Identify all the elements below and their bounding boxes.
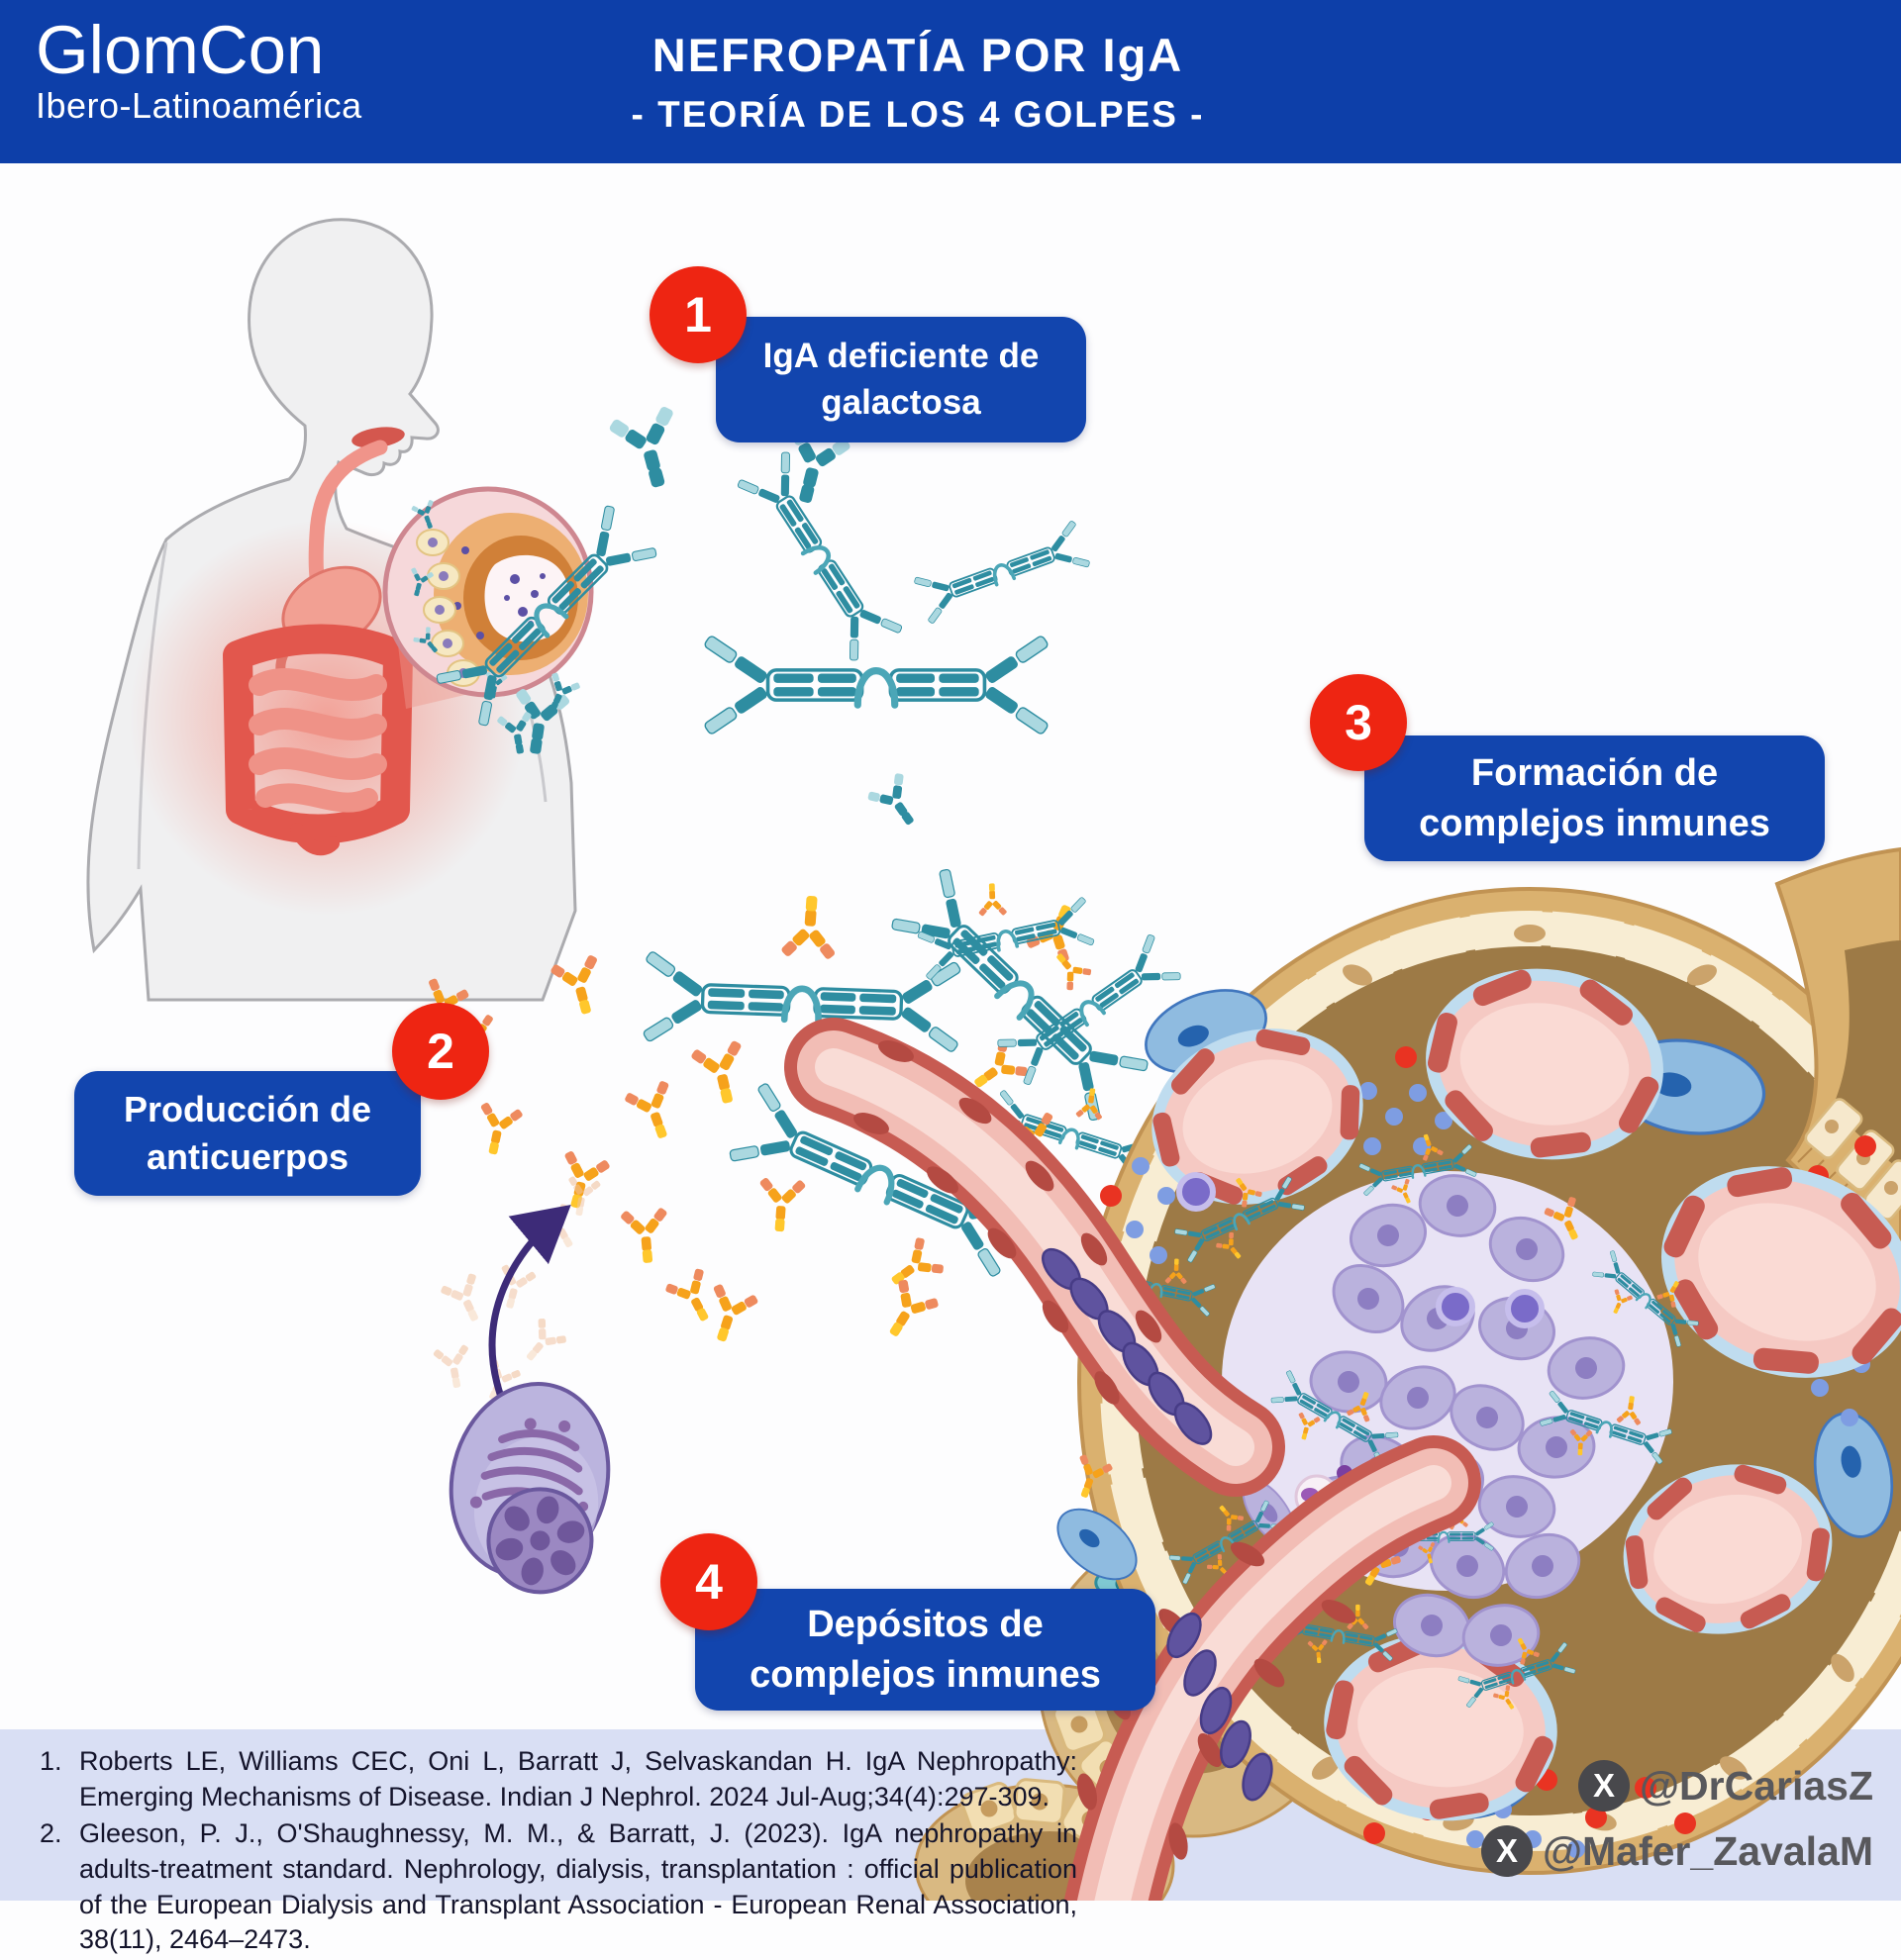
efferent-arteriole — [1064, 1435, 1481, 1901]
step-label-4: Depósitos de complejos inmunes — [695, 1589, 1155, 1711]
step-4-number: 4 — [695, 1554, 723, 1610]
logo-title: GlomCon — [36, 12, 325, 88]
social-handle[interactable]: X @DrCariasZ — [1578, 1760, 1873, 1812]
step-2-line2: anticuerpos — [146, 1136, 350, 1177]
step-label-2: Producción de anticuerpos — [74, 1071, 421, 1196]
reference-item: 1. Roberts LE, Williams CEC, Oni L, Barr… — [40, 1744, 1077, 1814]
handle-label: @DrCariasZ — [1640, 1762, 1873, 1809]
step-2-line1: Producción de — [123, 1089, 372, 1130]
infographic-illustration — [86, 218, 1901, 1901]
reference-text: Gleeson, P. J., O'Shaughnessy, M. M., & … — [79, 1818, 1077, 1955]
social-handles: X @DrCariasZ X @Mafer_ZavalaM — [1481, 1760, 1873, 1877]
page-title-block: NEFROPATÍA POR IgA - TEORÍA DE LOS 4 GOL… — [512, 28, 1324, 136]
plasma-cell-illustration — [432, 1174, 611, 1595]
iga-dimer — [704, 635, 1050, 735]
reference-text: Roberts LE, Williams CEC, Oni L, Barratt… — [79, 1746, 1077, 1812]
step-number-2: 2 — [392, 1003, 489, 1100]
page-subtitle: - TEORÍA DE LOS 4 GOLPES - — [631, 94, 1205, 135]
iga-dimer — [912, 519, 1091, 625]
reference-item: 2. Gleeson, P. J., O'Shaughnessy, M. M.,… — [40, 1816, 1077, 1958]
step-number-4: 4 — [660, 1533, 757, 1630]
iga-dimer — [735, 448, 905, 663]
step-1-number: 1 — [684, 287, 712, 343]
gut-mucosa-inset-circle — [382, 486, 594, 709]
step-number-3: 3 — [1310, 674, 1407, 771]
step-number-1: 1 — [650, 266, 747, 363]
social-handle[interactable]: X @Mafer_ZavalaM — [1481, 1825, 1873, 1877]
step-1-line1: IgA deficiente de — [762, 337, 1040, 376]
step-label-3: Formación de complejos inmunes — [1364, 735, 1825, 861]
glomcon-logo: GlomCon Ibero-Latinoamérica — [36, 16, 362, 124]
production-arrow-icon — [488, 1205, 571, 1398]
step-4-line2: complejos inmunes — [750, 1653, 1101, 1696]
step-3-line1: Formación de — [1470, 752, 1719, 795]
reference-number: 2. — [40, 1818, 62, 1849]
step-4-line1: Depósitos de — [807, 1604, 1044, 1646]
header-bar: GlomCon Ibero-Latinoamérica — [0, 0, 1901, 163]
x-logo-icon: X — [1481, 1825, 1534, 1877]
x-logo-icon: X — [1578, 1760, 1631, 1812]
step-3-line2: complejos inmunes — [1419, 802, 1770, 844]
step-label-1: IgA deficiente de galactosa — [716, 317, 1086, 442]
reference-number: 1. — [40, 1746, 62, 1776]
human-body-illustration — [86, 218, 594, 1002]
handle-label: @Mafer_ZavalaM — [1543, 1827, 1873, 1874]
step-2-number: 2 — [427, 1024, 454, 1079]
references-list: 1. Roberts LE, Williams CEC, Oni L, Barr… — [40, 1744, 1077, 1960]
logo-subtitle: Ibero-Latinoamérica — [36, 85, 362, 126]
page-title: NEFROPATÍA POR IgA — [651, 29, 1184, 81]
step-1-line2: galactosa — [821, 382, 981, 422]
step-3-number: 3 — [1345, 695, 1372, 750]
glomerulus-illustration — [784, 846, 1901, 1901]
